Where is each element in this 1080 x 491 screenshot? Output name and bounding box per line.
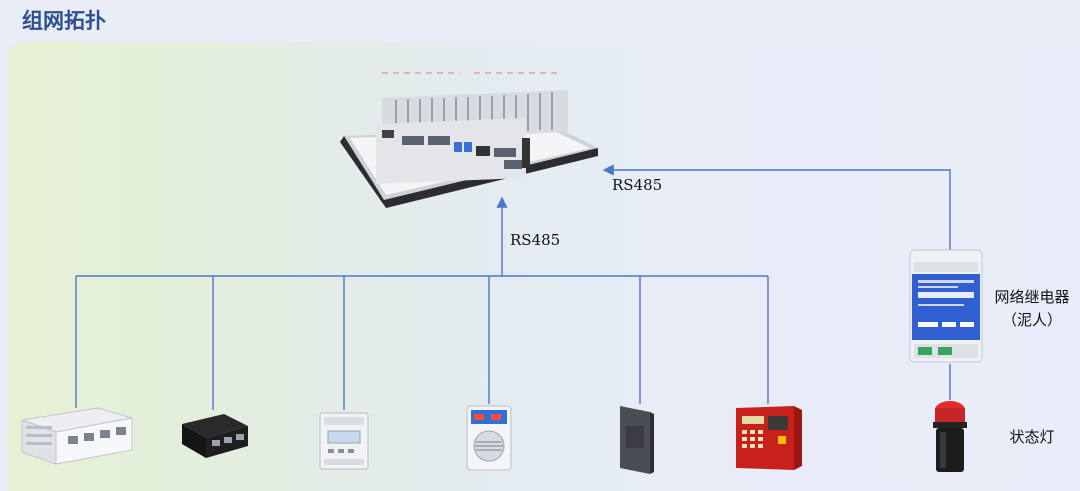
relay-label: 网络继电器 （泥人） (984, 286, 1080, 332)
industrial-pc-icon (340, 90, 598, 208)
rack-power-supply-icon (21, 407, 133, 465)
rs485-bus-label: RS485 (510, 231, 561, 249)
energy-meter-icon (319, 412, 369, 470)
status-light-icon (933, 401, 967, 472)
fire-alarm-panel-icon (736, 406, 802, 470)
diagram-title: 组网拓扑 (22, 9, 106, 33)
relay-to-controller-arrow (602, 164, 951, 250)
status-light-label: 状态灯 (1009, 428, 1055, 446)
io-converter-icon (182, 414, 248, 458)
dehumidifier-controller-icon (466, 405, 512, 471)
rs485-relay-label: RS485 (612, 176, 663, 194)
network-relay-icon (909, 249, 983, 363)
relay-note: （泥人） (1001, 311, 1062, 329)
wall-reader-icon (620, 406, 654, 474)
relay-name: 网络继电器 (994, 288, 1070, 306)
